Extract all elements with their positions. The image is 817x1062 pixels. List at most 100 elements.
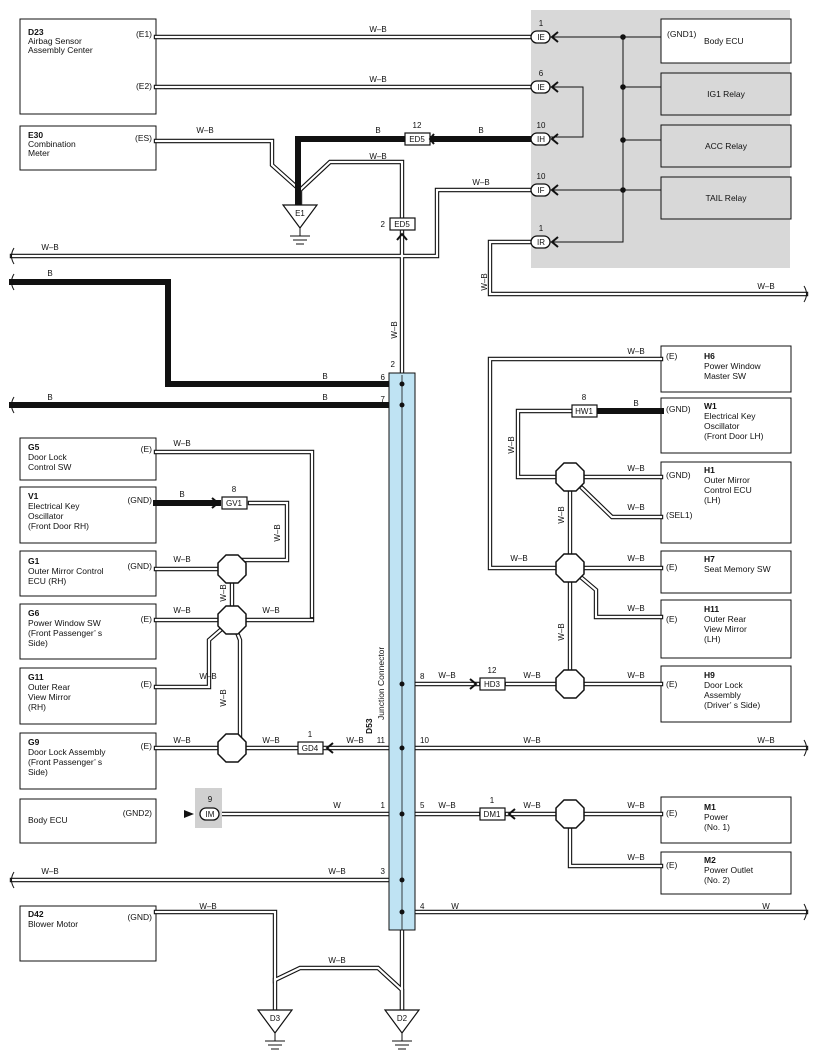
svg-text:W–B: W–B <box>438 801 455 810</box>
svg-text:W: W <box>762 902 770 911</box>
component-h1: (GND) (SEL1) H1 Outer Mirror Control ECU… <box>660 461 792 544</box>
svg-text:Door Lock: Door Lock <box>28 452 67 462</box>
svg-text:4: 4 <box>420 902 425 911</box>
svg-text:W–B: W–B <box>472 178 489 187</box>
svg-text:W–B: W–B <box>346 736 363 745</box>
svg-text:(GND2): (GND2) <box>123 808 152 818</box>
svg-text:G9: G9 <box>28 737 40 747</box>
connector-ie-1: IE 1 <box>530 19 559 44</box>
svg-text:1: 1 <box>539 19 544 28</box>
svg-text:W–B: W–B <box>219 584 228 601</box>
svg-text:Blower Motor: Blower Motor <box>28 919 78 929</box>
relay-junction-dots <box>620 34 626 193</box>
svg-text:IR: IR <box>537 238 545 247</box>
svg-text:Combination: Combination <box>28 139 76 149</box>
svg-text:B: B <box>633 399 638 408</box>
svg-text:W–B: W–B <box>173 606 190 615</box>
svg-text:Oscillator: Oscillator <box>704 421 740 431</box>
svg-text:B: B <box>47 393 52 402</box>
relay-wires <box>550 36 661 243</box>
svg-text:1: 1 <box>490 796 495 805</box>
svg-text:(GND): (GND) <box>127 912 152 922</box>
svg-text:2: 2 <box>391 360 396 369</box>
svg-text:B: B <box>375 126 380 135</box>
svg-text:Side): Side) <box>28 638 48 648</box>
component-h7: (E) H7 Seat Memory SW <box>660 550 792 594</box>
svg-text:11: 11 <box>377 736 386 745</box>
ground-e1: E1 <box>281 204 319 245</box>
relay-acc <box>660 124 792 168</box>
relay-ig1 <box>660 72 792 116</box>
svg-text:W–B: W–B <box>273 524 282 541</box>
svg-text:W1: W1 <box>704 401 717 411</box>
connector-ir-1: IR 1 <box>530 224 559 249</box>
connector-gd4-1: GD4 1 <box>297 730 334 755</box>
svg-text:(GND1): (GND1) <box>667 29 696 39</box>
svg-text:Body ECU: Body ECU <box>28 815 68 825</box>
svg-text:B: B <box>322 372 327 381</box>
svg-text:W–B: W–B <box>369 75 386 84</box>
connector-hd3-12: HD3 12 <box>469 666 506 691</box>
svg-text:(Front Passenger’ s: (Front Passenger’ s <box>28 628 102 638</box>
component-g5: G5 Door Lock Control SW (E) <box>19 437 157 481</box>
svg-text:W–B: W–B <box>369 152 386 161</box>
svg-text:B: B <box>179 490 184 499</box>
svg-text:Power: Power <box>704 812 728 822</box>
svg-text:(E): (E) <box>666 808 678 818</box>
component-g1: G1 Outer Mirror Control ECU (RH) (GND) <box>19 550 157 597</box>
svg-text:IE: IE <box>537 83 545 92</box>
svg-text:8: 8 <box>420 672 425 681</box>
svg-text:W: W <box>451 902 459 911</box>
svg-text:Body ECU: Body ECU <box>704 36 744 46</box>
connector-ih-10: IH 10 <box>530 121 559 146</box>
svg-text:7: 7 <box>381 395 386 404</box>
relay-tail-label: TAIL Relay <box>705 193 747 203</box>
svg-text:B: B <box>478 126 483 135</box>
junction-pin-labels: 2 6 7 8 10 11 5 1 3 4 <box>377 360 430 911</box>
svg-text:(GND): (GND) <box>666 470 691 480</box>
component-body-ecu-gnd2: Body ECU (GND2) <box>19 798 157 844</box>
svg-text:8: 8 <box>582 393 587 402</box>
svg-text:GV1: GV1 <box>226 499 243 508</box>
component-m1: (E) M1 Power (No. 1) <box>660 796 792 844</box>
svg-text:W–B: W–B <box>328 956 345 965</box>
component-g9: G9 Door Lock Assembly (Front Passenger’ … <box>19 732 157 790</box>
svg-text:HD3: HD3 <box>484 680 501 689</box>
svg-text:Electrical Key: Electrical Key <box>28 501 80 511</box>
component-v1: V1 Electrical Key Oscillator (Front Door… <box>19 486 157 544</box>
svg-text:H7: H7 <box>704 554 715 564</box>
svg-text:View Mirror: View Mirror <box>704 624 747 634</box>
svg-text:GD4: GD4 <box>302 744 319 753</box>
svg-text:W–B: W–B <box>173 439 190 448</box>
ground-d2: D2 <box>383 1009 421 1050</box>
svg-text:10: 10 <box>537 121 546 130</box>
svg-text:(No. 1): (No. 1) <box>704 822 730 832</box>
svg-text:D42: D42 <box>28 909 44 919</box>
svg-text:10: 10 <box>537 172 546 181</box>
svg-text:Side): Side) <box>28 767 48 777</box>
svg-text:HW1: HW1 <box>575 407 593 416</box>
svg-text:Control SW: Control SW <box>28 462 71 472</box>
relay-acc-label: ACC Relay <box>705 141 748 151</box>
junction-name: Junction Connector <box>376 647 386 720</box>
svg-text:DM1: DM1 <box>484 810 501 819</box>
connector-ed5-2: ED5 2 <box>381 217 416 241</box>
connector-dm1-1: DM1 1 <box>479 796 516 821</box>
connector-hw1-8: HW1 8 <box>571 393 598 418</box>
svg-text:Power Window: Power Window <box>704 361 762 371</box>
svg-text:W–B: W–B <box>557 623 566 640</box>
svg-text:W–B: W–B <box>523 801 540 810</box>
svg-text:W–B: W–B <box>627 671 644 680</box>
svg-text:D23: D23 <box>28 27 44 37</box>
svg-text:3: 3 <box>381 867 386 876</box>
svg-text:W–B: W–B <box>41 243 58 252</box>
component-d23: D23 Airbag Sensor Assembly Center (E1) (… <box>19 18 157 115</box>
svg-text:B: B <box>47 269 52 278</box>
svg-text:W–B: W–B <box>627 464 644 473</box>
svg-text:(No. 2): (No. 2) <box>704 875 730 885</box>
svg-text:W–B: W–B <box>173 555 190 564</box>
svg-text:W–B: W–B <box>757 282 774 291</box>
svg-text:Assembly: Assembly <box>704 690 742 700</box>
svg-text:1: 1 <box>381 801 386 810</box>
